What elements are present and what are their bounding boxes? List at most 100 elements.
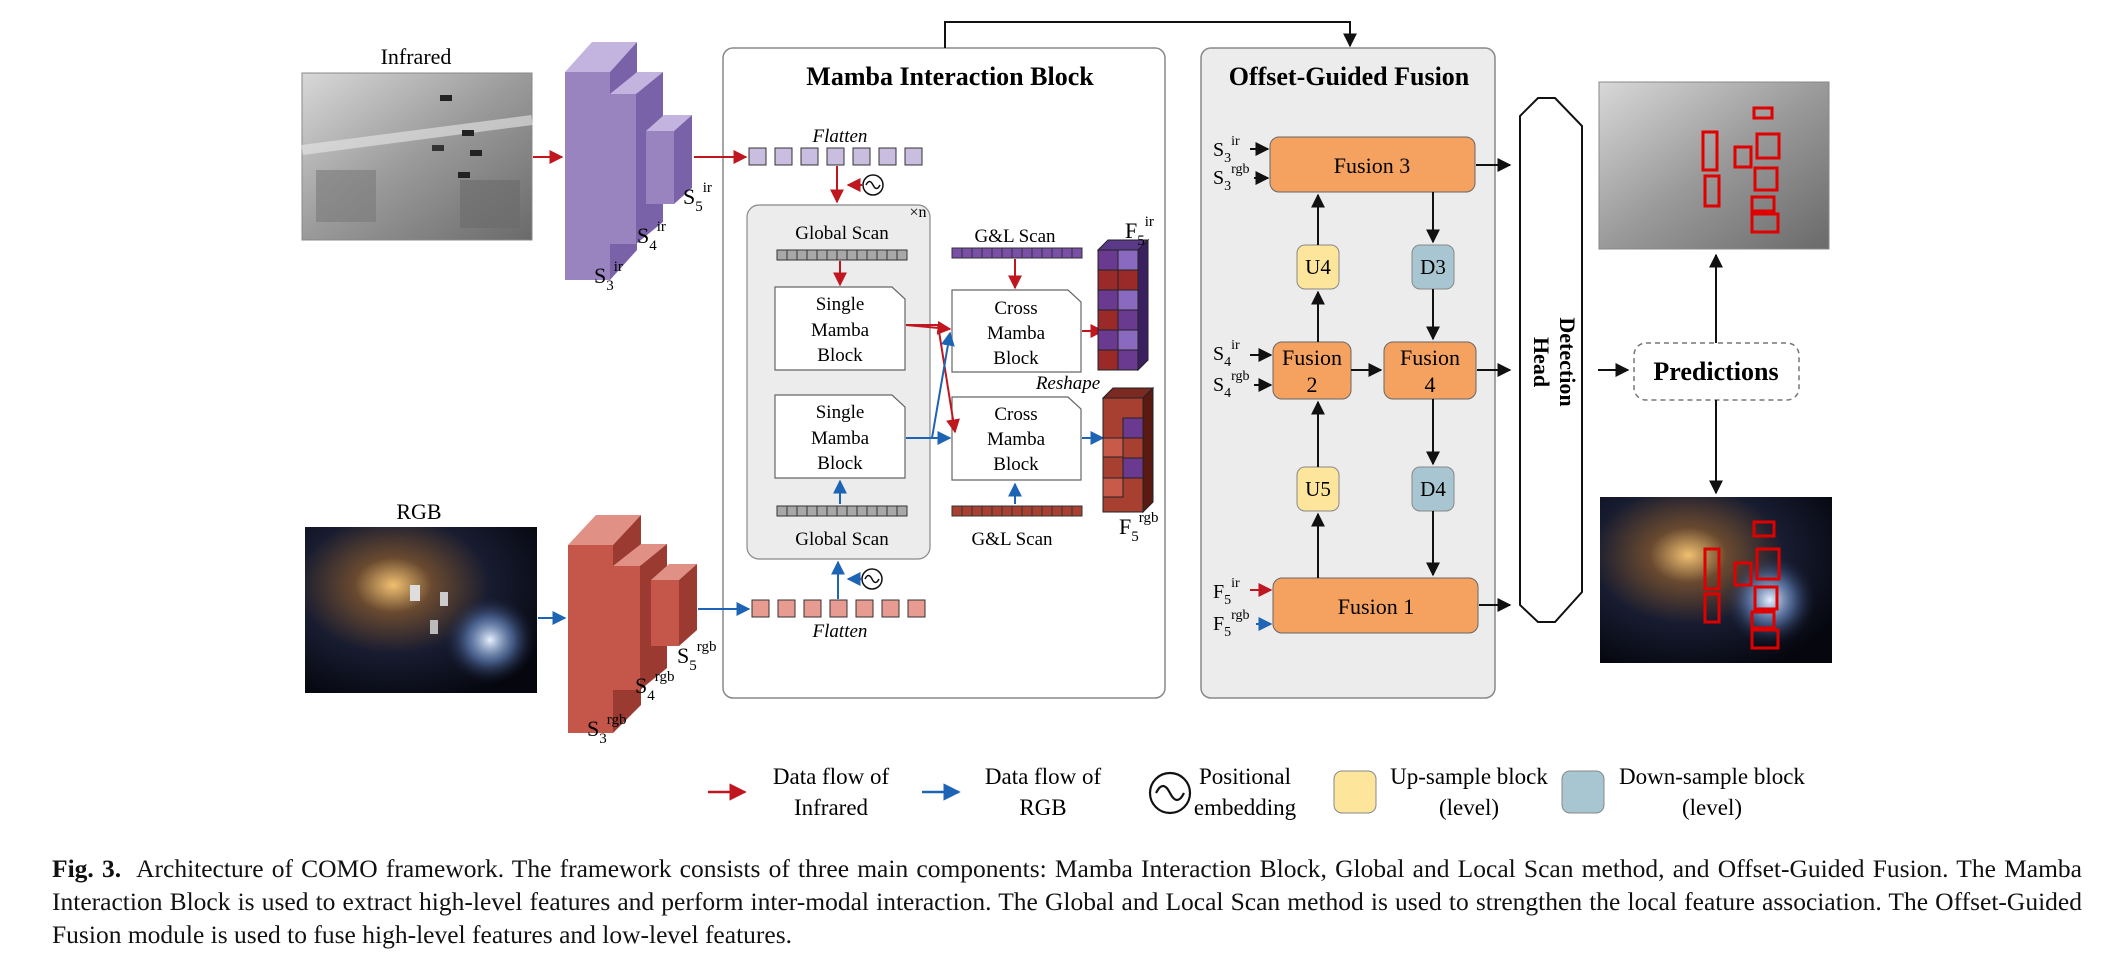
fusion-1-box (1272, 577, 1479, 634)
u5-label: U5 (1305, 477, 1331, 501)
gl-scan-label-bottom: G&L Scan (971, 529, 1053, 550)
f5-ir-fusion-input: F5ir (1213, 576, 1273, 608)
svg-text:Mamba: Mamba (811, 320, 870, 341)
legend-downsample-text: Down-sample block (1619, 764, 1805, 789)
legend: Data flow of Infrared Data flow of RGB P… (708, 764, 1805, 820)
rgb-backbone (568, 515, 697, 733)
d3-label: D3 (1420, 255, 1446, 279)
svg-text:S3rgb: S3rgb (587, 712, 626, 747)
fusion-4-label: Fusion (1400, 345, 1460, 370)
flatten-tokens-ir (748, 147, 923, 166)
f5-ir-label: F5ir (1125, 214, 1154, 249)
f5-rgb-label: F5rgb (1119, 510, 1158, 545)
svg-text:Mamba: Mamba (811, 428, 870, 449)
s3-rgb-label: S3rgb (587, 712, 626, 747)
fusion-1-label: Fusion 1 (1338, 594, 1414, 619)
detection-head-label: Detection (1555, 317, 1580, 406)
rgb-input-image (305, 527, 537, 693)
fusion-4-box (1383, 341, 1477, 400)
flatten-label-rgb: Flatten (812, 621, 868, 642)
rgb-label: RGB (396, 499, 441, 524)
figure-caption-text: Architecture of COMO framework. The fram… (52, 854, 2083, 949)
s4-rgb-label: S4rgb (635, 669, 674, 704)
cross-mamba-block-bottom: Cross Mamba Block (951, 396, 1082, 481)
s5-ir-label: S5ir (683, 180, 712, 215)
svg-text:F5ir: F5ir (1213, 576, 1240, 608)
gl-scan-label-top: G&L Scan (974, 226, 1056, 247)
s4-ir-label: S4ir (637, 219, 666, 254)
infrared-input-image (301, 72, 533, 241)
gl-scan-tokens-bottom (951, 505, 1083, 517)
infrared-backbone (565, 42, 692, 280)
svg-text:F5ir: F5ir (1125, 214, 1154, 249)
svg-text:S5rgb: S5rgb (677, 639, 716, 674)
legend-ir-text: Infrared (794, 795, 869, 820)
positional-embedding-icon (861, 568, 883, 590)
s3-rgb-fusion-input: S3rgb (1213, 162, 1270, 194)
legend-rgb-text: Data flow of (985, 764, 1102, 789)
detection-head (1519, 97, 1583, 623)
legend-downsample-swatch (1561, 770, 1605, 814)
svg-text:Single: Single (816, 402, 865, 423)
svg-text:Cross: Cross (994, 404, 1037, 425)
positional-embedding-icon (1148, 771, 1192, 815)
svg-text:Block: Block (817, 453, 863, 474)
fusion-title: Offset-Guided Fusion (1229, 62, 1470, 91)
skip-connection-arrow (944, 21, 1357, 48)
svg-text:S3ir: S3ir (1213, 134, 1240, 166)
legend-rgb-text: RGB (1019, 795, 1066, 820)
s5-rgb-label: S5rgb (677, 639, 716, 674)
s3-ir-fusion-input: S3ir (1213, 134, 1270, 166)
repeat-count: ×n (909, 204, 926, 221)
fusion-4-label: 4 (1425, 372, 1436, 397)
svg-text:S4rgb: S4rgb (635, 669, 674, 704)
flatten-label-ir: Flatten (812, 126, 868, 147)
legend-positional-text: embedding (1194, 795, 1297, 820)
gl-scan-tokens-top (951, 247, 1083, 259)
svg-text:S4rgb: S4rgb (1213, 369, 1250, 401)
legend-upsample-text: (level) (1439, 795, 1499, 820)
reshape-label: Reshape (1035, 373, 1100, 394)
svg-text:S4ir: S4ir (637, 219, 666, 254)
svg-text:Single: Single (816, 294, 865, 315)
legend-downsample-text: (level) (1682, 795, 1742, 820)
fusion-2-label: 2 (1307, 372, 1318, 397)
predictions-label: Predictions (1653, 357, 1778, 386)
global-scan-tokens-bottom (776, 505, 908, 517)
f5-rgb-fusion-input: F5rgb (1213, 608, 1273, 640)
infrared-output-image (1598, 81, 1830, 250)
positional-embedding-icon (862, 174, 884, 196)
global-scan-label-top: Global Scan (795, 223, 889, 244)
figure-caption: Fig. 3. Architecture of COMO framework. … (52, 852, 2082, 951)
architecture-diagram: Infrared RGB (301, 21, 1832, 820)
s3-ir-label: S3ir (594, 259, 623, 294)
fusion-3-label: Fusion 3 (1334, 153, 1410, 178)
svg-text:Block: Block (993, 454, 1039, 475)
svg-text:Mamba: Mamba (987, 323, 1046, 344)
fusion-3-box (1269, 136, 1476, 193)
d4-label: D4 (1420, 477, 1446, 501)
figure-caption-label: Fig. 3. (52, 854, 122, 883)
infrared-label: Infrared (381, 44, 452, 69)
rgb-output-image (1600, 497, 1832, 663)
legend-upsample-swatch (1333, 770, 1377, 814)
legend-positional-text: Positional (1199, 764, 1291, 789)
svg-text:S5ir: S5ir (683, 180, 712, 215)
legend-upsample-text: Up-sample block (1390, 764, 1548, 789)
mamba-title: Mamba Interaction Block (806, 62, 1094, 91)
f5-ir-feature-cube (1096, 238, 1150, 372)
svg-text:Block: Block (817, 345, 863, 366)
svg-text:Block: Block (993, 348, 1039, 369)
single-mamba-block-ir: Single Mamba Block (774, 286, 906, 371)
global-scan-tokens-top (776, 249, 908, 261)
global-scan-label-bottom: Global Scan (795, 529, 889, 550)
legend-ir-text: Data flow of (773, 764, 890, 789)
svg-text:S3ir: S3ir (594, 259, 623, 294)
f5-rgb-feature-cube (1101, 386, 1155, 514)
fusion-2-label: Fusion (1282, 345, 1342, 370)
svg-text:Cross: Cross (994, 298, 1037, 319)
svg-text:F5rgb: F5rgb (1119, 510, 1158, 545)
flatten-tokens-rgb (751, 599, 926, 618)
detection-head-label: Head (1529, 337, 1554, 387)
s4-rgb-fusion-input: S4rgb (1213, 369, 1273, 401)
